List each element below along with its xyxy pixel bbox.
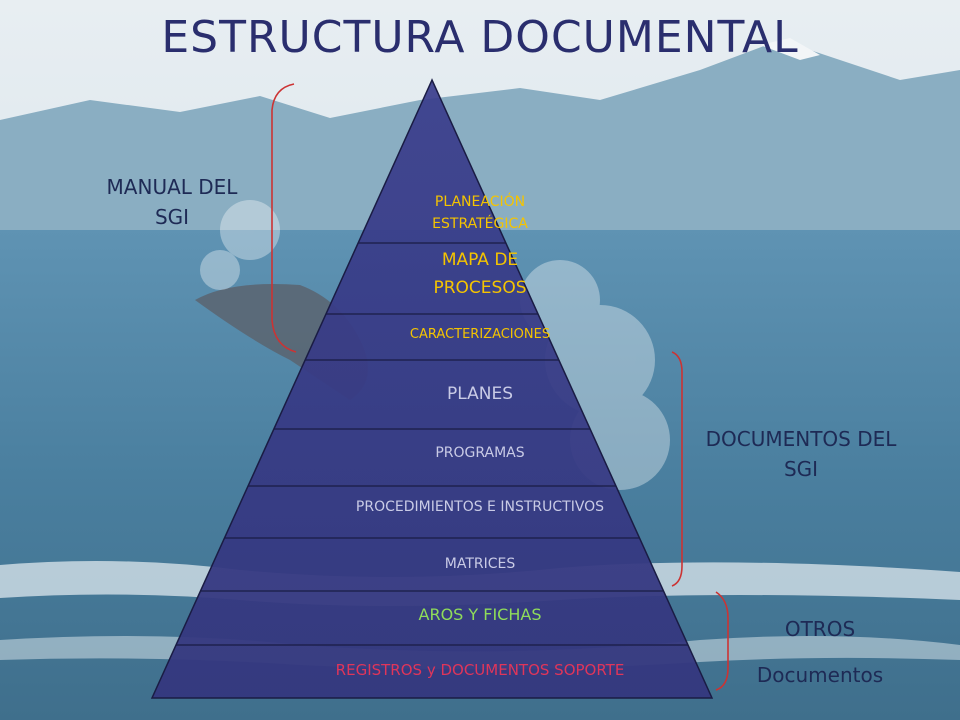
- documentos-group-label: DOCUMENTOS DEL SGI: [676, 424, 926, 484]
- documentos-group-line1: DOCUMENTOS DEL: [705, 427, 897, 451]
- level-procedimientos: PROCEDIMIENTOS E INSTRUCTIVOS: [355, 499, 605, 515]
- page-title: ESTRUCTURA DOCUMENTAL: [161, 12, 799, 63]
- pyramid-dividers: [176, 242, 688, 646]
- level-caracterizaciones: CARACTERIZACIONES: [409, 327, 551, 342]
- otros-group-line1: OTROS: [784, 617, 856, 641]
- bracket-manual: [271, 83, 297, 353]
- level-mapa-line1: MAPA DE: [441, 250, 519, 270]
- pyramid: [150, 78, 714, 699]
- otros-group-line2: Documentos: [756, 663, 884, 687]
- manual-group-label: MANUAL DEL SGI: [82, 172, 262, 232]
- bracket-documentos: [671, 351, 683, 587]
- level-planeacion-line2: ESTRATÉGICA: [432, 216, 528, 232]
- level-mapa-procesos: MAPA DE PROCESOS: [0, 246, 960, 302]
- otros-group-label: OTROS Documentos: [740, 606, 900, 698]
- level-aros-fichas: AROS Y FICHAS: [418, 605, 542, 624]
- level-programas: PROGRAMAS: [435, 445, 525, 461]
- mountains: [0, 40, 960, 240]
- level-mapa-line2: PROCESOS: [433, 278, 527, 298]
- level-registros: REGISTROS y DOCUMENTOS SOPORTE: [335, 661, 625, 679]
- bracket-otros: [715, 591, 729, 691]
- level-planeacion-line1: PLANEACIÓN: [434, 194, 526, 210]
- level-planes: PLANES: [447, 384, 513, 404]
- documentos-group-line2: SGI: [783, 457, 819, 481]
- level-matrices: MATRICES: [444, 556, 516, 572]
- manual-group-line1: MANUAL DEL: [106, 175, 238, 199]
- level-planeacion: PLANEACIÓN ESTRATÉGICA: [0, 191, 960, 235]
- manual-group-line2: SGI: [154, 205, 190, 229]
